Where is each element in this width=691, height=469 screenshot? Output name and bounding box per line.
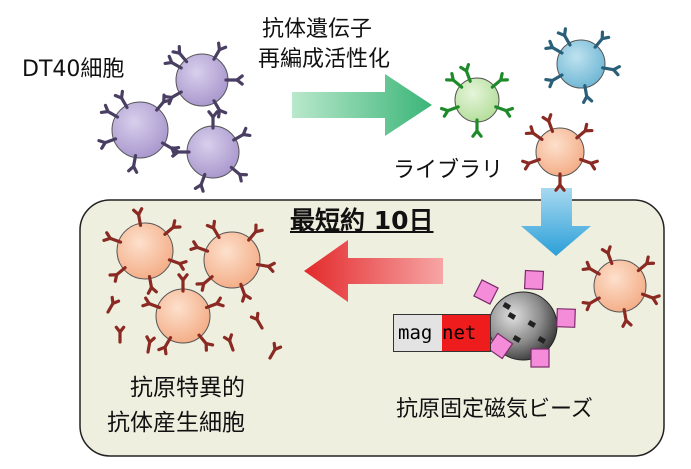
- antibody-icon: [163, 219, 182, 236]
- antibody-icon: [146, 275, 158, 295]
- antibody-icon: [207, 110, 219, 130]
- antibody-icon: [102, 231, 123, 244]
- antibody-icon: [521, 157, 541, 171]
- bead-spot: [507, 312, 517, 320]
- antibody-icon: [544, 73, 564, 89]
- antibody-icon: [582, 84, 594, 104]
- library-cell-green: [439, 62, 515, 138]
- antigen-beads-label: 抗原固定磁気ビーズ: [396, 397, 593, 422]
- antibody-icon: [621, 308, 633, 328]
- antibody-icon: [167, 258, 188, 271]
- antibody-icon: [205, 219, 221, 240]
- free-antibody-icon: [106, 295, 121, 314]
- antibody-icon: [554, 172, 566, 192]
- antibody-icon: [544, 39, 564, 55]
- antibody-icon: [636, 255, 656, 273]
- magnet-block: mag net: [393, 314, 491, 352]
- dt40-cell: [163, 41, 244, 119]
- antibody-icon: [155, 93, 172, 112]
- antibody-icon: [640, 292, 661, 306]
- antibody-icon: [171, 44, 189, 64]
- dt40-cell: [171, 110, 252, 193]
- bound-cell: [581, 245, 661, 328]
- gene-activation-label-line1: 抗体遺伝子: [262, 17, 373, 42]
- antibody-icon: [524, 125, 544, 141]
- red-arrow: [304, 240, 443, 302]
- library-label: ライブラリ: [393, 158, 504, 183]
- antigen-icon: [486, 332, 514, 360]
- antibody-icon: [556, 27, 572, 47]
- antibody-icon: [600, 245, 614, 266]
- antibody-icon: [459, 62, 472, 83]
- free-antibody-icon: [249, 311, 264, 330]
- duration-title: 最短約 10日: [290, 206, 434, 235]
- antibody-icon: [494, 105, 515, 118]
- antibody-icon: [171, 146, 191, 158]
- antibody-icon: [593, 30, 611, 49]
- antibody-icon: [471, 118, 483, 138]
- green-arrow: [292, 74, 432, 136]
- dt40-cell: [97, 89, 181, 174]
- antibody-icon: [204, 296, 225, 310]
- antibody-icon: [601, 65, 621, 77]
- antibody-icon: [189, 240, 210, 253]
- antibody-icon: [224, 74, 244, 86]
- antibody-icon: [575, 122, 594, 140]
- free-antibody-icon: [145, 335, 156, 354]
- antibody-icon: [97, 137, 118, 150]
- antibody-icon: [247, 223, 264, 242]
- antibody-icon: [141, 296, 162, 310]
- antibody-icon: [239, 282, 252, 303]
- antibody-icon: [132, 207, 144, 227]
- antibody-icon: [581, 260, 601, 276]
- antibody-icon: [212, 41, 228, 61]
- antigen-icon: [556, 308, 576, 328]
- free-antibody-icon: [114, 325, 126, 344]
- antibody-icon: [541, 113, 555, 133]
- selected-cell: [141, 273, 225, 356]
- free-antibody-icon: [268, 341, 283, 360]
- antibody-icon: [193, 172, 207, 193]
- antibody-icon: [163, 54, 183, 70]
- selected-cell: [189, 219, 276, 303]
- antigen-icon: [523, 269, 545, 291]
- antibody-icon: [232, 126, 252, 142]
- antibody-icon: [195, 275, 214, 292]
- antibody-icon: [99, 103, 120, 119]
- antibody-icon: [127, 154, 139, 174]
- magnet-label-left: mag: [394, 315, 442, 351]
- antibody-icon: [157, 336, 173, 356]
- library-cell-blue: [544, 27, 621, 104]
- bead-spot: [527, 320, 537, 328]
- library-cell-peach: [521, 113, 599, 192]
- bead-spot: [537, 336, 547, 344]
- antibody-icon: [256, 261, 276, 273]
- antibody-icon: [581, 296, 601, 312]
- selected-cell: [102, 207, 188, 295]
- antibody-icon: [445, 72, 464, 89]
- antibody-icon: [197, 333, 215, 352]
- magnet-label-right: net: [442, 315, 490, 351]
- antigen-icon: [530, 348, 550, 368]
- antibody-icon: [439, 105, 460, 118]
- antibody-icon: [490, 72, 509, 89]
- bead-spot: [512, 335, 522, 343]
- dt40-cells-label: DT40細胞: [22, 57, 125, 82]
- antibody-icon: [579, 157, 599, 171]
- blue-arrow: [521, 188, 591, 256]
- result-cells-label-line1: 抗原特異的: [130, 375, 245, 401]
- antibody-icon: [113, 89, 129, 110]
- gene-activation-label-line2: 再編成活性化: [258, 47, 391, 72]
- antibody-icon: [212, 99, 228, 119]
- antibody-icon: [229, 165, 249, 183]
- result-cells-label-line2: 抗体産生細胞: [107, 410, 245, 436]
- antigen-icon: [473, 279, 499, 305]
- bead-spot: [502, 302, 512, 310]
- free-antibody-icon: [222, 333, 235, 352]
- antibody-icon: [177, 273, 189, 293]
- antibody-icon: [108, 266, 127, 283]
